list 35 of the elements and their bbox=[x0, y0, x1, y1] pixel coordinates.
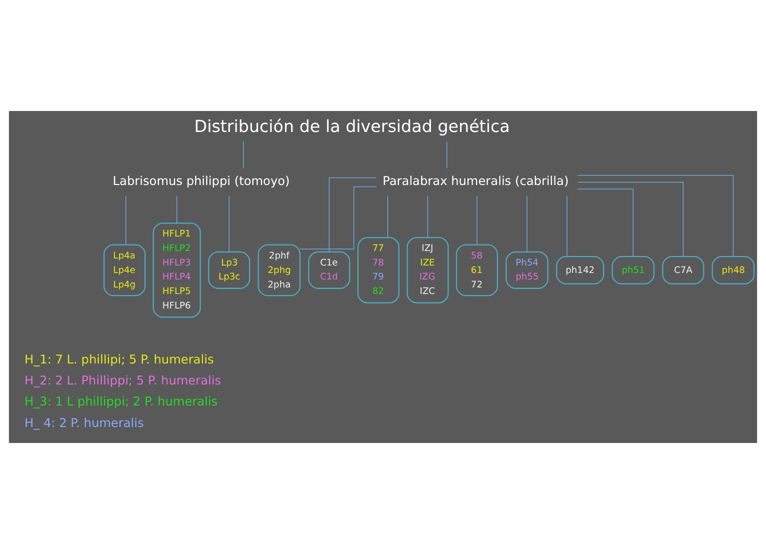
node-text: Labrisomus philippi (tomoyo) bbox=[112, 174, 290, 188]
legend-label: H_1: 7 L. phillipi; 5 P. humeralis bbox=[24, 352, 214, 366]
node-box: ph142 bbox=[556, 255, 604, 284]
connector bbox=[446, 140, 448, 168]
connector bbox=[577, 174, 734, 256]
node-box: Lp4a Lp4e Lp4g bbox=[104, 244, 146, 296]
connector bbox=[427, 195, 428, 238]
connector bbox=[125, 195, 126, 244]
legend-label: H_3: 1 L phillippi; 2 P. humeralis bbox=[24, 394, 218, 408]
node-box: Ph54 ph55 bbox=[506, 250, 548, 288]
connector bbox=[300, 186, 377, 249]
node-box: HFLP1 HFLP2 HFLP3 HFLP4 HFLP5 HFLP6 bbox=[152, 222, 201, 318]
node-box: 58 61 72 bbox=[456, 244, 498, 296]
legend-label: H_ 4: 2 P. humeralis bbox=[24, 415, 144, 430]
connector bbox=[242, 140, 244, 168]
connector bbox=[176, 195, 178, 223]
connector bbox=[526, 195, 528, 252]
node-box: ph48 bbox=[712, 255, 755, 284]
connector bbox=[566, 195, 568, 256]
node-box: C1e C1d bbox=[308, 250, 350, 288]
connector bbox=[577, 181, 684, 256]
connector bbox=[387, 195, 388, 238]
node-box: ph51 bbox=[612, 255, 655, 284]
node-box: C7A bbox=[662, 255, 704, 284]
node-box: IZJ IZE IZG IZC bbox=[406, 236, 449, 303]
connector bbox=[228, 195, 230, 252]
connector bbox=[577, 188, 634, 256]
connector bbox=[476, 195, 478, 244]
node-box: Lp3 Lp3c bbox=[208, 250, 250, 288]
node-box: 77 78 79 82 bbox=[357, 236, 400, 303]
node-box: 2phf 2phg 2pha bbox=[258, 244, 301, 296]
legend-label: H_2: 2 L. Phillippi; 5 P. humeralis bbox=[24, 372, 222, 387]
node-text: Distribución de la diversidad genética bbox=[194, 116, 510, 136]
connector bbox=[328, 176, 377, 252]
node-text: Paralabrax humeralis (cabrilla) bbox=[382, 174, 569, 188]
